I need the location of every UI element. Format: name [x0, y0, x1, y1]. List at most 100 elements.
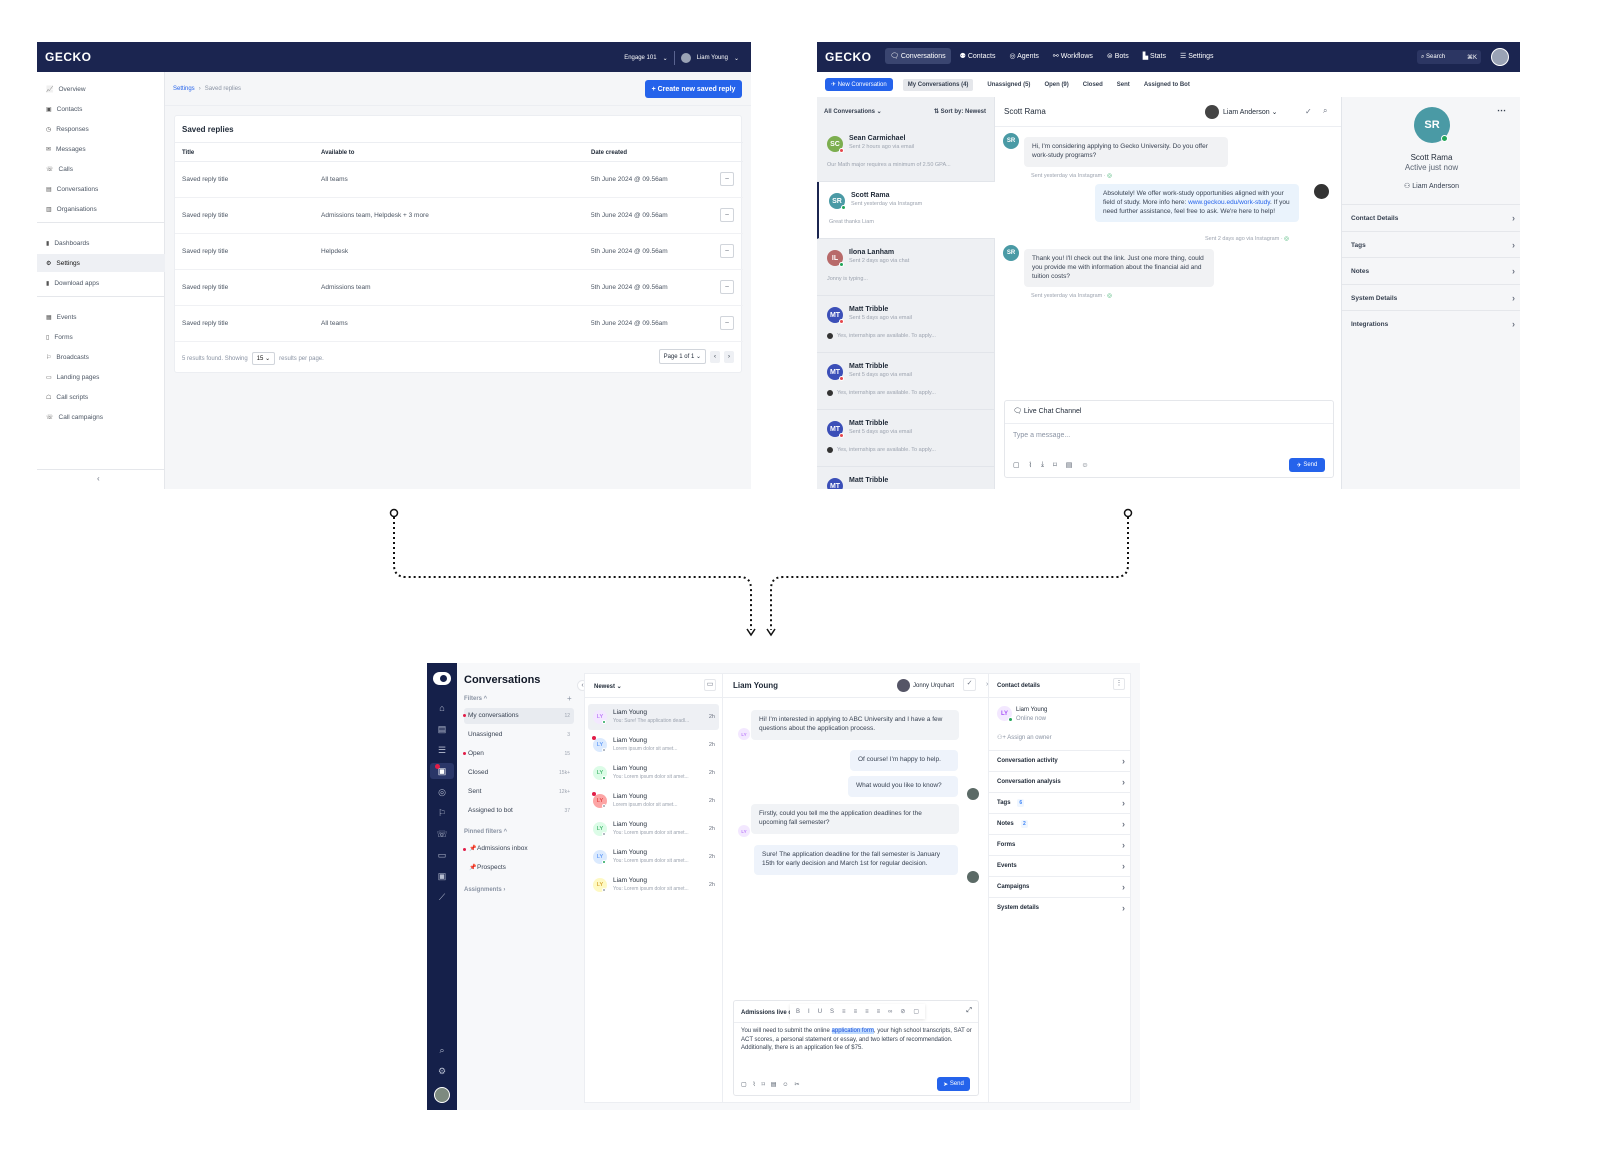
sidebar-item-responses[interactable]: ◷Responses — [37, 120, 165, 138]
sidebar-item-messages[interactable]: ✉Messages — [37, 140, 165, 158]
contacts-icon[interactable]: ▣ — [437, 871, 447, 881]
broadcast-icon[interactable]: ⚐ — [437, 808, 447, 818]
section-events[interactable]: Events› — [989, 855, 1131, 876]
sidebar-item-contacts[interactable]: ▣Contacts — [37, 100, 165, 118]
assignee-name[interactable]: Jonny Urquhart — [913, 683, 955, 689]
download-icon[interactable]: ⤓ — [1041, 461, 1045, 468]
section-conversation-analysis[interactable]: Conversation analysis› — [989, 771, 1131, 792]
section-system-details[interactable]: System details› — [989, 897, 1131, 918]
sidebar-item-events[interactable]: ▦Events — [37, 308, 165, 326]
section-tags[interactable]: Tags› — [1342, 230, 1520, 257]
sort-select[interactable]: ⇅ Sort by: Newest — [933, 109, 986, 115]
emoji-icon[interactable]: ☺ — [782, 1081, 789, 1088]
underline-icon[interactable]: U — [817, 1008, 823, 1015]
bookmark-icon[interactable]: ⌑ — [761, 1082, 765, 1088]
create-saved-reply-button[interactable]: + Create new saved reply — [645, 80, 742, 98]
sidebar-item-forms[interactable]: ▯Forms — [37, 328, 165, 346]
note-icon[interactable]: ▢ — [741, 1082, 747, 1088]
sidebar-item-landing-pages[interactable]: ▭Landing pages — [37, 368, 165, 386]
sidebar-item-overview[interactable]: 📈Overview — [37, 80, 165, 98]
home-icon[interactable]: ⌂ — [439, 703, 445, 713]
sidebar-item-organisations[interactable]: ▥Organisations — [37, 200, 165, 218]
column-header-available-to[interactable]: Available to — [321, 150, 355, 156]
strikethrough-icon[interactable]: S — [830, 1008, 835, 1015]
conversation-filter-select[interactable]: All Conversations ⌄ — [824, 109, 882, 115]
nav-agents[interactable]: ◎ Agents — [1004, 48, 1043, 64]
bullet-list-icon[interactable]: ≡ — [842, 1008, 846, 1015]
calls-icon[interactable]: ☏ — [436, 829, 448, 839]
column-header-title[interactable]: Title — [182, 150, 195, 156]
user-avatar[interactable] — [680, 53, 691, 63]
message-input[interactable]: Type a message... — [1013, 432, 1071, 439]
section-system-details[interactable]: System Details› — [1342, 283, 1520, 310]
channel-name[interactable]: Admissions live ch — [741, 1010, 796, 1016]
bold-icon[interactable]: B — [796, 1008, 801, 1015]
landing-pages-icon[interactable]: ▭ — [437, 850, 447, 860]
new-conversation-button[interactable]: ✈ New Conversation — [825, 78, 893, 91]
emoji-icon[interactable]: ☺ — [1081, 461, 1089, 469]
attachment-icon[interactable]: ⌇ — [1028, 462, 1033, 469]
tasks-icon[interactable]: ☰ — [437, 745, 447, 755]
sidebar-item-dashboards[interactable]: ▮Dashboards — [37, 234, 165, 252]
outdent-icon[interactable]: ≡ — [876, 1008, 881, 1015]
add-filter-button[interactable]: + — [567, 694, 572, 703]
breadcrumb-settings-link[interactable]: Settings — [173, 86, 195, 92]
nav-contacts[interactable]: ⚉ Contacts — [955, 48, 1001, 64]
search-box[interactable]: ⌕ Search ⌘K — [1417, 50, 1481, 64]
note-icon[interactable]: ▢ — [1013, 462, 1020, 469]
bookmark-icon[interactable]: ⌑ — [1053, 462, 1057, 469]
template-icon[interactable]: ▤ — [1065, 462, 1073, 469]
pinned-filter-prospects[interactable]: 📌Prospects — [464, 862, 574, 876]
nav-stats[interactable]: ▙ Stats — [1138, 48, 1171, 64]
resolve-check-icon[interactable]: ✓ — [963, 678, 976, 691]
more-options-button[interactable]: ⋯ — [1497, 105, 1506, 115]
user-avatar[interactable] — [434, 1087, 450, 1103]
tab-open-9[interactable]: Open (9) — [1044, 81, 1069, 88]
message-link[interactable]: www.geckou.edu/work-study — [1188, 198, 1271, 206]
resolve-check-icon[interactable]: ✓ — [1305, 107, 1312, 116]
send-button[interactable]: ➤ Send — [937, 1077, 970, 1091]
previous-page-button[interactable]: ‹ — [710, 350, 720, 363]
unlink-icon[interactable]: ⊘ — [900, 1009, 906, 1015]
row-actions-button[interactable]: – — [720, 280, 734, 294]
nav-workflows[interactable]: ⚯ Workflows — [1048, 48, 1098, 64]
tab-my-conversations-4[interactable]: My Conversations (4) — [902, 78, 974, 91]
user-avatar[interactable] — [1491, 48, 1509, 66]
message-input[interactable]: You will need to submit the online appli… — [741, 1027, 973, 1053]
compose-icon[interactable]: ▭ — [704, 679, 716, 691]
section-contact-details[interactable]: Contact Details› — [1342, 204, 1520, 230]
sidebar-item-download-apps[interactable]: ▮Download apps — [37, 274, 165, 292]
sidebar-item-calls[interactable]: ☏Calls — [37, 160, 165, 178]
nav-conversations[interactable]: 🗨 Conversations — [885, 48, 951, 64]
search-icon[interactable]: ⌕ — [1323, 106, 1328, 115]
next-page-button[interactable]: › — [724, 350, 734, 363]
row-actions-button[interactable]: – — [720, 172, 734, 186]
user-menu[interactable]: Liam Young — [696, 55, 728, 61]
attachment-icon[interactable]: ⌇ — [752, 1082, 756, 1088]
nav-settings[interactable]: ☰ Settings — [1175, 48, 1219, 64]
template-icon[interactable]: ▤ — [770, 1082, 777, 1088]
tab-sent[interactable]: Sent — [1116, 81, 1130, 88]
